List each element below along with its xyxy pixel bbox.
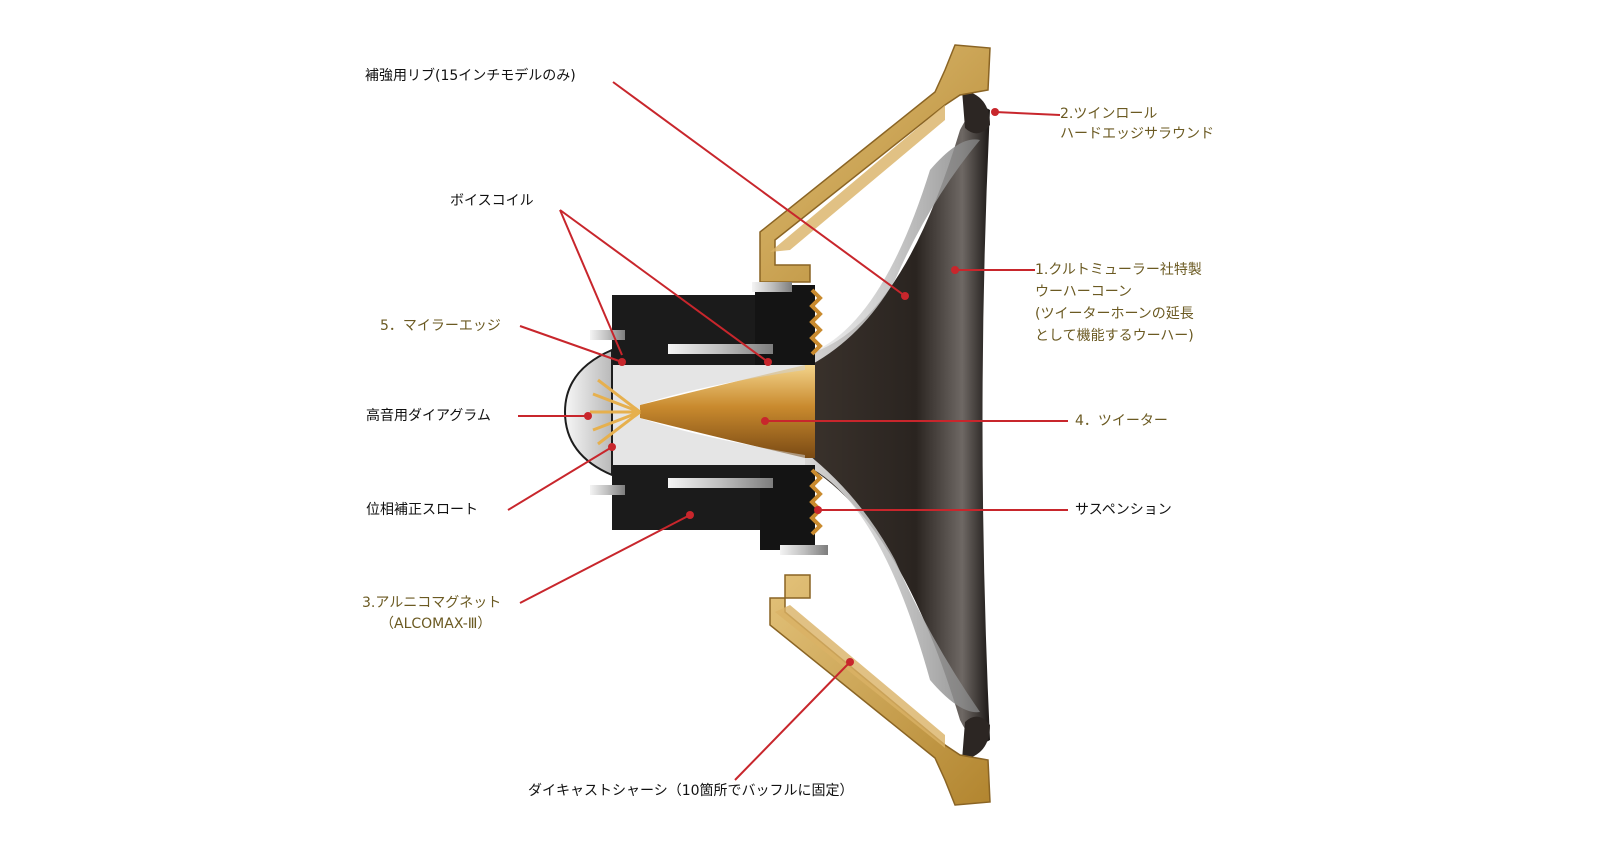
label-suspension: サスペンション	[1075, 502, 1172, 518]
leader-throat	[507, 446, 613, 511]
pole-lower	[760, 465, 815, 550]
label-reinforcing-rib: 補強用リブ(15インチモデルのみ)	[365, 68, 576, 84]
leader-mylar	[519, 325, 623, 363]
label-surround-line2: ハードエッジサラウンド	[1060, 126, 1214, 142]
magnet-top-plate-upper	[612, 295, 762, 365]
chassis-lower	[769, 574, 991, 806]
reinforcing-rib	[770, 105, 945, 252]
label-cone-line4: として機能するウーハー)	[1035, 328, 1194, 344]
leader-chassis	[734, 661, 851, 781]
bolt-upper	[668, 344, 773, 354]
bolt-left-lower	[590, 485, 625, 495]
tweeter-chamber	[612, 365, 805, 465]
label-cone-line3: (ツイーターホーンの延長	[1035, 306, 1194, 322]
cone-highlight-lower	[805, 452, 980, 713]
cone-highlight-upper	[805, 139, 980, 368]
bolt-lower	[668, 478, 773, 488]
label-mylar-edge: 5．マイラーエッジ	[380, 318, 501, 334]
leader-dots	[584, 108, 999, 666]
label-magnet-line2: （ALCOMAX-Ⅲ）	[380, 616, 492, 632]
label-voice-coil: ボイスコイル	[450, 193, 534, 209]
bolt-lower-2	[780, 545, 828, 555]
label-surround-line1: 2.ツインロール	[1060, 106, 1158, 122]
label-magnet-line1: 3.アルニコマグネット	[362, 595, 502, 611]
leader-rib	[612, 81, 906, 297]
label-phase-throat: 位相補正スロート	[366, 502, 478, 518]
woofer-cone	[805, 107, 990, 743]
phase-plug-rays	[590, 378, 641, 446]
bolt-upper-2	[752, 282, 792, 292]
tweeter-horn	[640, 365, 815, 458]
label-cone-line1: 1.クルトミューラー社特製	[1035, 262, 1202, 278]
label-tweeter: 4．ツイーター	[1075, 413, 1168, 429]
suspension-corrugation-lower	[809, 468, 823, 536]
leader-voicecoil-a	[559, 209, 623, 356]
leader-surround	[994, 111, 1061, 116]
bolt-left-upper	[590, 330, 625, 340]
label-diaphragm: 高音用ダイアグラム	[366, 408, 491, 424]
chassis-upper	[759, 44, 991, 283]
label-diecast-chassis: ダイキャストシャーシ（10箇所でバッフルに固定）	[528, 783, 854, 799]
leader-lines	[507, 81, 1068, 781]
leader-magnet	[519, 514, 691, 604]
leader-voicecoil-b	[559, 209, 769, 363]
magnet-top-plate-lower	[612, 465, 762, 530]
label-cone-line2: ウーハーコーン	[1035, 284, 1133, 300]
reinforcing-rib-lower	[775, 605, 945, 748]
suspension-corrugation-upper	[809, 288, 823, 356]
